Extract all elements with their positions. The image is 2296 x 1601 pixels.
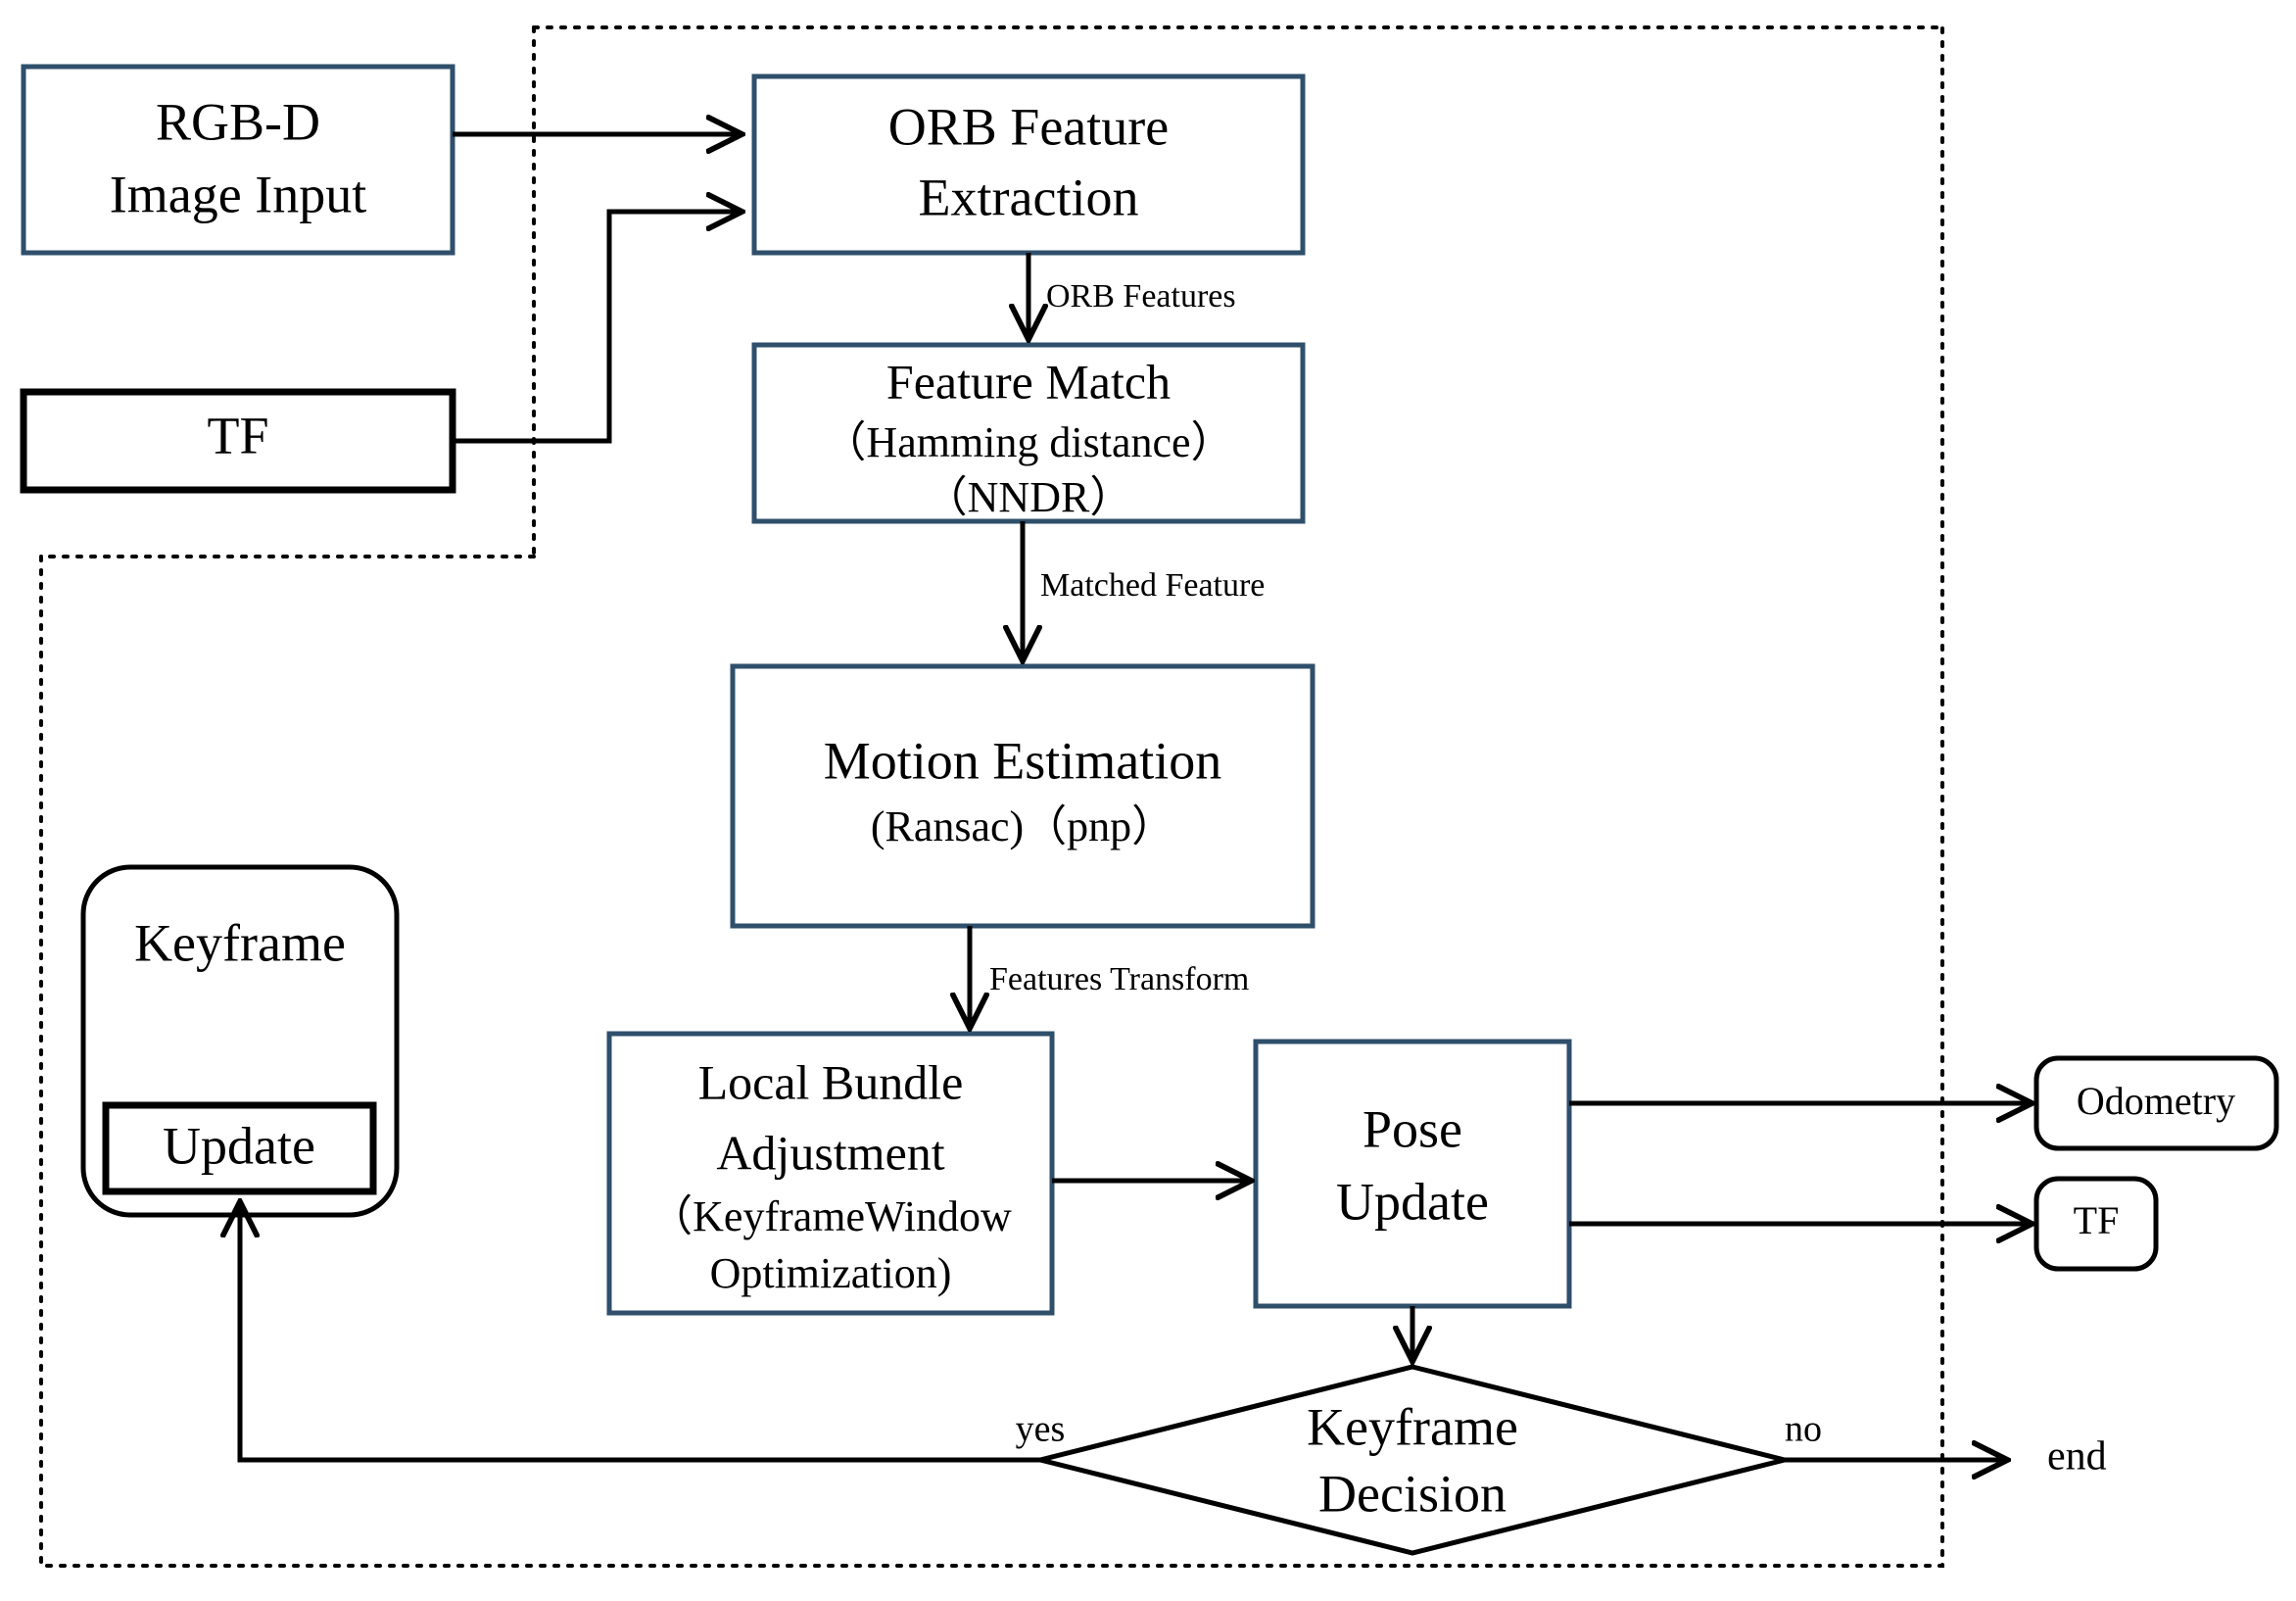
orb-extraction-line2: Extraction bbox=[919, 168, 1139, 226]
node-local-bundle-adjustment[interactable] bbox=[606, 1031, 1055, 1316]
terminal-end-label: end bbox=[2047, 1434, 2107, 1480]
tf-output-label: TF bbox=[2074, 1198, 2120, 1242]
edge-label-orb-features: ORB Features bbox=[1046, 278, 1236, 315]
keyframe-store-label: Keyframe bbox=[134, 913, 346, 972]
branch-label-no: no bbox=[1785, 1409, 1822, 1450]
edge-label-features-transform: Features Transform bbox=[989, 961, 1249, 997]
node-keyframe-decision[interactable] bbox=[1039, 1364, 1786, 1556]
keyframe-update-label: Update bbox=[163, 1116, 315, 1175]
lba-line4: Optimization) bbox=[710, 1249, 952, 1297]
keyframe-decision-line1: Keyframe bbox=[1307, 1397, 1518, 1456]
rgbd-input-line2: Image Input bbox=[110, 165, 366, 223]
node-tf-output[interactable] bbox=[2033, 1176, 2159, 1272]
node-feature-match[interactable] bbox=[751, 342, 1306, 524]
feature-match-line2: （Hamming distance） bbox=[823, 418, 1233, 466]
odometry-output-label: Odometry bbox=[2077, 1079, 2235, 1123]
keyframe-decision-line2: Decision bbox=[1318, 1464, 1507, 1523]
pose-update-line1: Pose bbox=[1363, 1099, 1462, 1158]
node-pose-update[interactable] bbox=[1253, 1039, 1572, 1309]
edge-tf-to-orb bbox=[453, 212, 741, 444]
motion-estimation-line2: (Ransac)（pnp） bbox=[871, 802, 1174, 850]
pose-update-line2: Update bbox=[1336, 1172, 1489, 1231]
motion-estimation-line1: Motion Estimation bbox=[824, 731, 1222, 790]
feature-match-line3: （NNDR） bbox=[925, 473, 1133, 521]
lba-line2: Adjustment bbox=[716, 1125, 944, 1180]
lba-line3: （KeyframeWindow bbox=[649, 1192, 1012, 1240]
node-keyframe-update[interactable] bbox=[102, 1101, 377, 1195]
node-motion-estimation[interactable] bbox=[730, 663, 1315, 929]
feature-match-line1: Feature Match bbox=[886, 354, 1171, 409]
edge-label-matched-feature: Matched Feature bbox=[1040, 567, 1265, 604]
lba-line1: Local Bundle bbox=[698, 1054, 964, 1109]
node-odometry-output[interactable] bbox=[2033, 1055, 2279, 1151]
backend-region-boundary bbox=[39, 25, 1944, 1568]
edge-decision-yes-to-update bbox=[240, 1203, 1040, 1463]
rgbd-input-line1: RGB-D bbox=[156, 92, 320, 151]
node-orb-feature-extraction[interactable] bbox=[751, 73, 1306, 256]
orb-extraction-line1: ORB Feature bbox=[888, 97, 1169, 156]
branch-label-yes: yes bbox=[1016, 1409, 1066, 1450]
node-rgbd-image-input[interactable] bbox=[21, 64, 455, 256]
tf-input-label: TF bbox=[207, 406, 268, 464]
